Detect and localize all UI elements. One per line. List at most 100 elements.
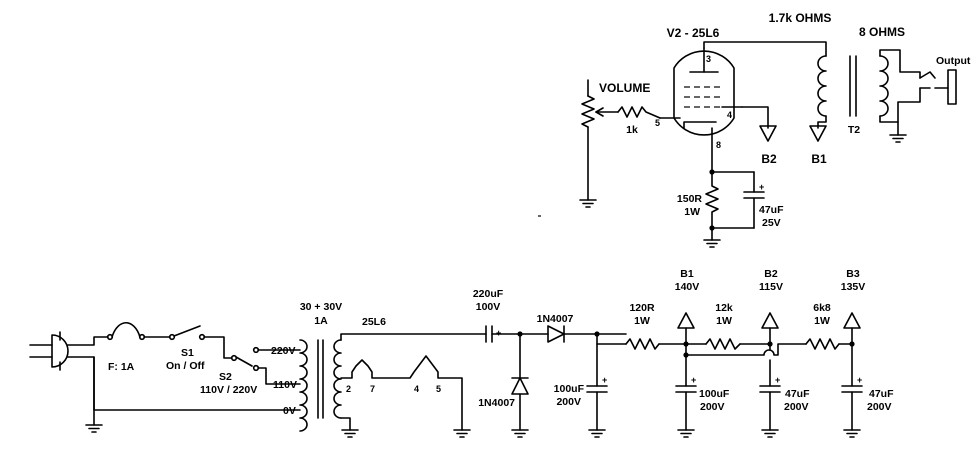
switch-s1[interactable] — [168, 325, 206, 341]
heater-pin-5: 5 — [436, 384, 441, 394]
rail-b2-name: B2 — [764, 268, 778, 280]
ground-output — [889, 134, 907, 143]
grid-resistor — [617, 106, 661, 119]
series-cap-voltage: 100V — [476, 301, 501, 313]
c2-voltage: 200V — [700, 401, 725, 413]
tube-cathode — [683, 121, 717, 129]
ground-volume — [579, 199, 597, 208]
ground-mains — [85, 424, 103, 433]
rail-b1-name: B1 — [680, 268, 694, 280]
tube-pin-5: 5 — [655, 118, 660, 128]
switch-s2[interactable] — [230, 346, 260, 372]
rail-b3-name: B3 — [846, 268, 860, 280]
s1-label: S1 — [181, 347, 194, 359]
tube-pin-8: 8 — [716, 140, 721, 150]
r3-value: 6k8 — [813, 302, 831, 314]
svg-text:+: + — [759, 182, 764, 192]
t1-rating-current: 1A — [314, 315, 328, 327]
ground-transformer — [341, 429, 359, 438]
capacitor-c3 — [759, 385, 781, 393]
svg-text:+: + — [691, 375, 696, 385]
ground-d2 — [511, 429, 529, 438]
rail-b3-symbol — [843, 312, 861, 329]
c3-voltage: 200V — [784, 401, 809, 413]
power-transformer: 30 + 30V 1A — [293, 301, 487, 438]
s2-label: S2 — [219, 371, 232, 383]
ground-heater — [453, 429, 471, 438]
t1-rating-voltage: 30 + 30V — [300, 301, 342, 313]
tube-screen-grid — [684, 86, 720, 108]
d1-label: 1N4007 — [537, 313, 574, 325]
t1-primary-coil — [299, 339, 308, 432]
t2-primary-impedance: 1.7k OHMS — [769, 11, 832, 25]
svg-text:+: + — [775, 375, 780, 385]
rail-b3-voltage: 135V — [841, 281, 866, 293]
r2-power: 1W — [716, 315, 732, 327]
fuse-label: F: 1A — [108, 361, 135, 373]
b2-tube-supply: B2 — [761, 152, 777, 166]
tube-pin-4: 4 — [727, 110, 732, 120]
ground-c4 — [843, 429, 861, 438]
heater-pin-4: 4 — [414, 384, 419, 394]
r1-value: 120R — [629, 302, 655, 314]
output-jack — [919, 69, 957, 105]
cathode-resistor — [705, 171, 719, 229]
c4-voltage: 200V — [867, 401, 892, 413]
c4-value: 47uF — [869, 388, 894, 400]
rectifier-filter: + 220uF 100V 1N4007 1N4007 + 100uF 200V … — [473, 268, 894, 438]
tap-0: 0V — [283, 405, 296, 417]
r2-value: 12k — [715, 302, 733, 314]
heater-pin-2: 2 — [346, 384, 351, 394]
c3-value: 47uF — [785, 388, 810, 400]
r3-power: 1W — [814, 315, 830, 327]
resistor-r1 — [625, 338, 660, 350]
cathode-cap-value: 47uF — [759, 204, 784, 216]
svg-text:+: + — [602, 375, 607, 385]
diode-d1 — [547, 325, 565, 343]
heater-chain: 25L6 2 7 4 5 — [340, 316, 471, 438]
rail-b2-symbol — [761, 312, 779, 329]
t2-secondary-coil — [879, 55, 889, 117]
ground-c1 — [588, 429, 606, 438]
t2-primary-coil — [817, 55, 827, 117]
tap-220: 220V — [271, 345, 296, 357]
b1-tube-supply: B1 — [811, 152, 827, 166]
t2-secondary-impedance: 8 OHMS — [859, 25, 905, 39]
tube-envelope — [673, 50, 735, 136]
s2-desc: 110V / 220V — [200, 384, 257, 396]
resistor-r2 — [705, 338, 741, 350]
resistor-r3 — [805, 338, 840, 350]
fuse — [111, 321, 141, 338]
c2-value: 100uF — [699, 388, 730, 400]
grid-resistor-label: 1k — [626, 124, 638, 136]
cathode-resistor-value: 150R — [677, 193, 703, 205]
capacitor-c1 — [586, 385, 608, 393]
r1-power: 1W — [634, 315, 650, 327]
ground-c2 — [677, 429, 695, 438]
rail-b2-voltage: 115V — [759, 281, 783, 293]
s1-desc: On / Off — [166, 360, 205, 372]
tube-label: V2 - 25L6 — [667, 26, 720, 40]
svg-text:+: + — [496, 328, 501, 338]
ground-cathode — [703, 239, 721, 248]
mains-input: F: 1A S1 On / Off S2 110V / 220V 220V 11… — [29, 321, 301, 433]
cathode-cap-voltage: 25V — [762, 217, 781, 229]
volume-potentiometer[interactable] — [581, 79, 619, 201]
output-label: Output — [936, 55, 971, 67]
heater-label: 25L6 — [362, 316, 386, 328]
output-stage: V2 - 25L6 3 4 5 B1 T — [538, 11, 971, 248]
capacitor-c4 — [841, 385, 863, 393]
capacitor-c2 — [675, 385, 697, 393]
cathode-resistor-power: 1W — [684, 206, 700, 218]
rail-b1-voltage: 140V — [675, 281, 700, 293]
series-cap-value: 220uF — [473, 288, 504, 300]
t2-label: T2 — [848, 124, 860, 136]
d2-label: 1N4007 — [478, 397, 515, 409]
mains-plug — [29, 331, 69, 371]
tube-pin-3: 3 — [706, 54, 711, 64]
rail-b1-symbol — [677, 312, 695, 329]
svg-text:+: + — [857, 375, 862, 385]
c1-voltage: 200V — [556, 396, 581, 408]
tap-110: 110V — [273, 379, 297, 391]
